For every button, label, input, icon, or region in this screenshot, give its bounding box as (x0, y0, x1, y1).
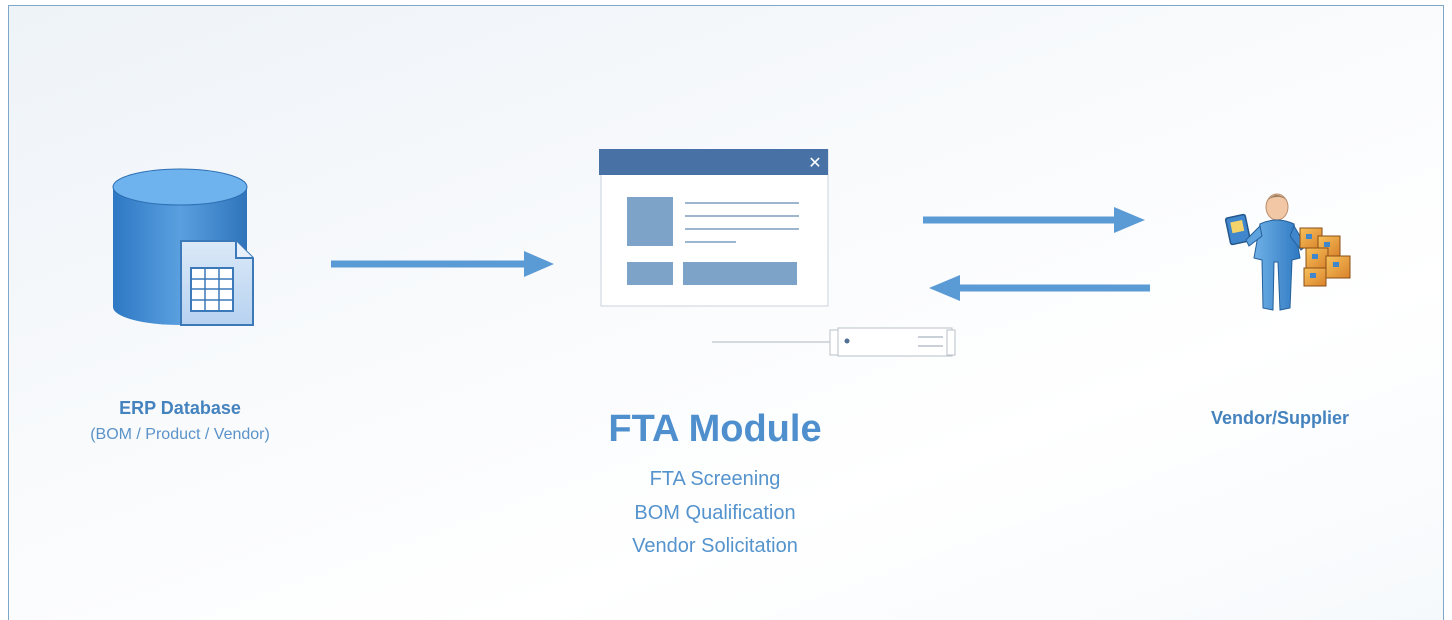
window-title-bar (599, 149, 828, 175)
vendor-person-icon (1224, 193, 1351, 311)
fta-feature-screening: FTA Screening (649, 468, 781, 490)
database-icon (112, 168, 254, 326)
fta-feature-vendor-solicitation: Vendor Solicitation (632, 535, 798, 557)
vendor-supplier-title: Vendor/Supplier (1210, 408, 1350, 428)
arrow-fta-to-vendor (923, 207, 1145, 233)
application-window-icon: ✕ (599, 149, 829, 307)
package-boxes-icon (1299, 227, 1351, 287)
erp-database-title: ERP Database (119, 398, 241, 418)
arrow-vendor-to-fta (929, 275, 1150, 301)
arrow-erp-to-fta (331, 251, 554, 277)
erp-database-subtitle: (BOM / Product / Vendor) (90, 426, 270, 443)
close-icon: ✕ (808, 153, 821, 172)
fta-module-title: FTA Module (608, 408, 822, 450)
slider-control-icon (712, 327, 956, 357)
fta-feature-bom-qualification: BOM Qualification (634, 502, 796, 524)
spreadsheet-document-icon (180, 240, 254, 326)
